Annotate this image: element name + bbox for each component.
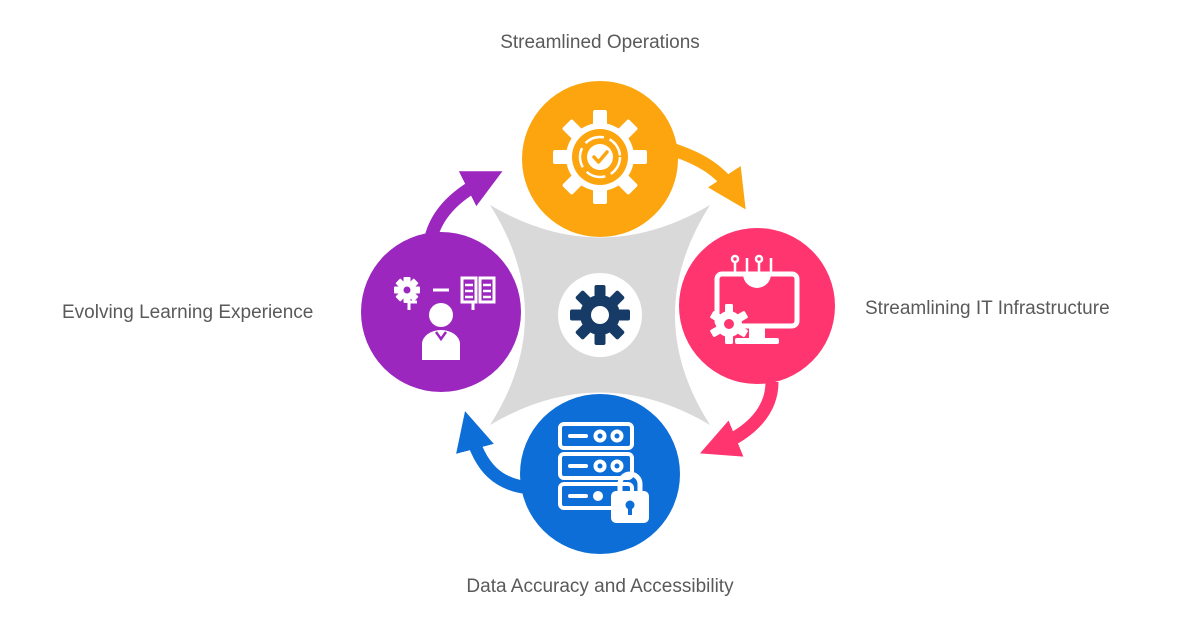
- node-right: [679, 228, 835, 384]
- node-bottom-circle: [520, 394, 680, 554]
- hub: [490, 205, 710, 425]
- arrow-bottom-to-left: [456, 411, 531, 495]
- server-lock-icon: [558, 422, 649, 523]
- node-left: [361, 232, 521, 392]
- label-data-accuracy-and-accessibility: Data Accuracy and Accessibility: [466, 576, 734, 597]
- node-top: [522, 81, 678, 237]
- gear-check-icon: [553, 110, 647, 204]
- monitor-gear-icon: [710, 254, 800, 344]
- label-streamlining-it-infrastructure: Streamlining IT Infrastructure: [865, 298, 1110, 319]
- arrow-right-to-bottom: [699, 381, 779, 457]
- gear-icon: [570, 285, 630, 345]
- learner-book-icon: [394, 276, 496, 360]
- node-right-circle: [679, 228, 835, 384]
- node-bottom: [520, 394, 680, 554]
- arrow-top-to-right: [666, 141, 746, 210]
- label-evolving-learning-experience: Evolving Learning Experience: [62, 302, 314, 323]
- label-streamlined-operations: Streamlined Operations: [500, 32, 700, 53]
